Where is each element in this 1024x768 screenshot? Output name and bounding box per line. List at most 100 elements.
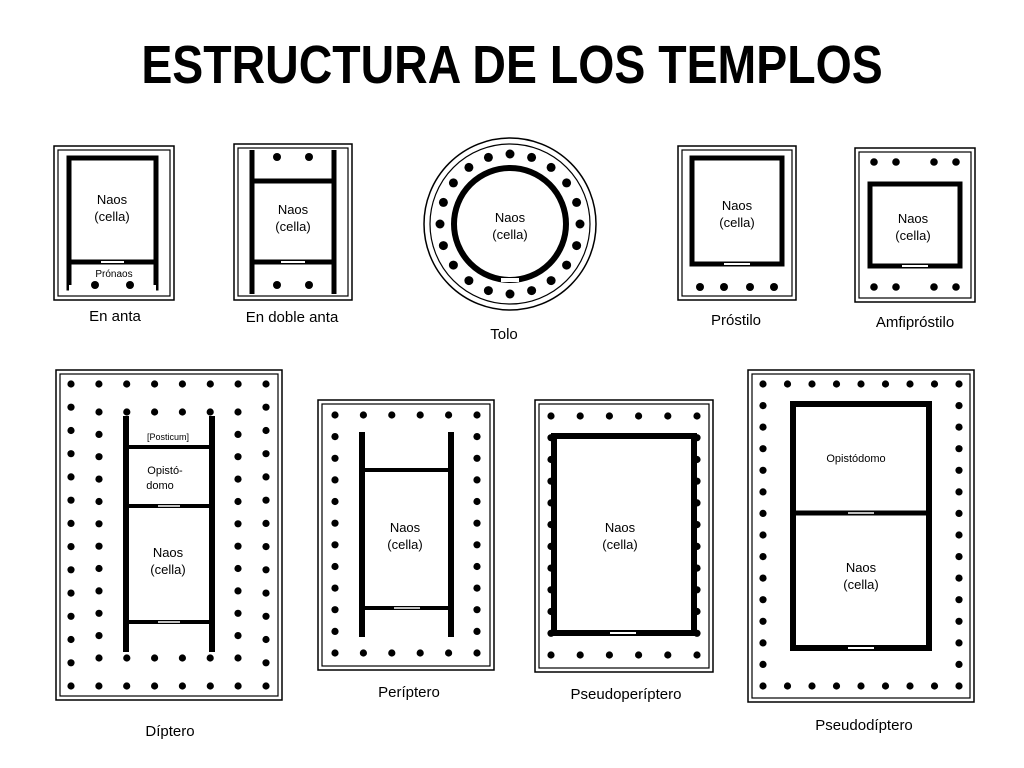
columns-en-anta <box>91 281 134 289</box>
column-dot <box>331 497 339 506</box>
caption-prostilo: Próstilo <box>711 312 761 329</box>
column-dot <box>331 649 339 657</box>
column-dot <box>234 632 242 640</box>
cella-sublabel: (cella) <box>94 209 129 224</box>
column-dot <box>955 553 963 561</box>
caption-en-anta: En anta <box>89 308 141 325</box>
column-dot <box>605 651 614 659</box>
column-dot <box>262 380 270 388</box>
column-dot <box>331 627 339 636</box>
column-dot <box>151 682 159 690</box>
column-dot <box>67 566 75 574</box>
column-dot <box>206 654 214 662</box>
column-dot <box>178 380 186 388</box>
cella-sublabel: (cella) <box>895 228 930 243</box>
column-dot <box>955 509 963 517</box>
column-dot <box>955 380 963 388</box>
column-dot <box>759 639 767 647</box>
column-dot <box>664 412 672 420</box>
column-dot <box>546 276 556 286</box>
column-dot <box>67 473 75 481</box>
column-dot <box>95 587 103 595</box>
column-dot <box>151 380 159 388</box>
column-dot <box>473 649 481 657</box>
cella-label: Naos <box>898 211 929 226</box>
caption-pseudoperiptero: Pseudoperíptero <box>571 686 682 703</box>
column-dot <box>473 454 481 462</box>
cella-sublabel: (cella) <box>150 562 185 577</box>
cella-sublabel: (cella) <box>275 219 310 234</box>
column-dot <box>547 651 555 659</box>
plan-amfiprostilo: Naos (cella) Amfipróstilo <box>854 147 976 331</box>
columns-diptero <box>67 380 270 690</box>
column-dot <box>562 260 572 270</box>
column-dot <box>438 197 448 207</box>
column-dot <box>546 162 556 172</box>
column-dot <box>331 562 339 571</box>
cella-label: Naos <box>605 520 636 535</box>
column-dot <box>955 574 963 582</box>
column-dot <box>759 380 767 388</box>
column-dot <box>95 520 103 528</box>
column-dot <box>664 651 672 659</box>
column-dot <box>759 553 767 561</box>
column-dot <box>234 497 242 506</box>
plan-tolo: Naos (cella) Tolo <box>423 137 597 343</box>
column-dot <box>483 152 493 162</box>
column-dot <box>331 606 339 614</box>
column-dot <box>234 408 242 416</box>
column-dot <box>178 654 186 662</box>
column-dot <box>67 519 75 528</box>
plan-periptero: Naos (cella) Períptero <box>317 399 495 701</box>
column-dot <box>206 380 214 388</box>
column-dot <box>262 589 270 597</box>
column-dot <box>206 408 214 416</box>
column-dot <box>473 541 481 549</box>
column-dot <box>857 682 865 690</box>
column-dot <box>448 178 458 188</box>
column-dot <box>262 473 270 481</box>
column-dot <box>67 659 75 667</box>
column-dot <box>234 654 242 662</box>
column-dot <box>67 496 75 504</box>
caption-en-doble-anta: En doble anta <box>246 309 339 326</box>
cella-sublabel: (cella) <box>843 577 878 592</box>
column-dot <box>857 380 865 388</box>
caption-diptero: Díptero <box>145 723 194 740</box>
column-dot <box>572 241 582 251</box>
cella-sublabel: (cella) <box>492 227 527 242</box>
column-dot <box>473 433 481 441</box>
opistodomo-sublabel: domo <box>146 480 174 492</box>
column-dot <box>473 497 481 506</box>
column-dot <box>759 574 767 582</box>
column-dot <box>759 531 767 539</box>
column-dot <box>95 682 103 690</box>
column-dot <box>67 612 75 620</box>
column-dot <box>955 466 963 474</box>
column-dot <box>262 682 270 690</box>
column-dot <box>95 654 103 662</box>
column-dot <box>575 219 585 229</box>
column-dot <box>67 426 75 435</box>
column-dot <box>505 289 515 299</box>
column-dot <box>95 430 103 438</box>
column-dot <box>331 411 339 419</box>
column-dot <box>955 402 963 410</box>
column-dot <box>955 445 963 453</box>
column-dot <box>759 682 767 690</box>
column-dot <box>808 682 816 690</box>
caption-pseudodiptero: Pseudodíptero <box>815 717 913 734</box>
column-dot <box>448 260 458 270</box>
column-dot <box>783 682 792 690</box>
column-dot <box>473 562 481 571</box>
column-dot <box>832 682 841 690</box>
column-dot <box>955 423 963 431</box>
column-dot <box>635 412 643 420</box>
column-dot <box>759 466 767 474</box>
column-dot <box>808 380 816 388</box>
plan-en-doble-anta: Naos (cella) En doble anta <box>233 143 353 326</box>
column-dot <box>464 276 474 286</box>
column-dot <box>505 149 515 159</box>
column-dot <box>605 412 614 420</box>
